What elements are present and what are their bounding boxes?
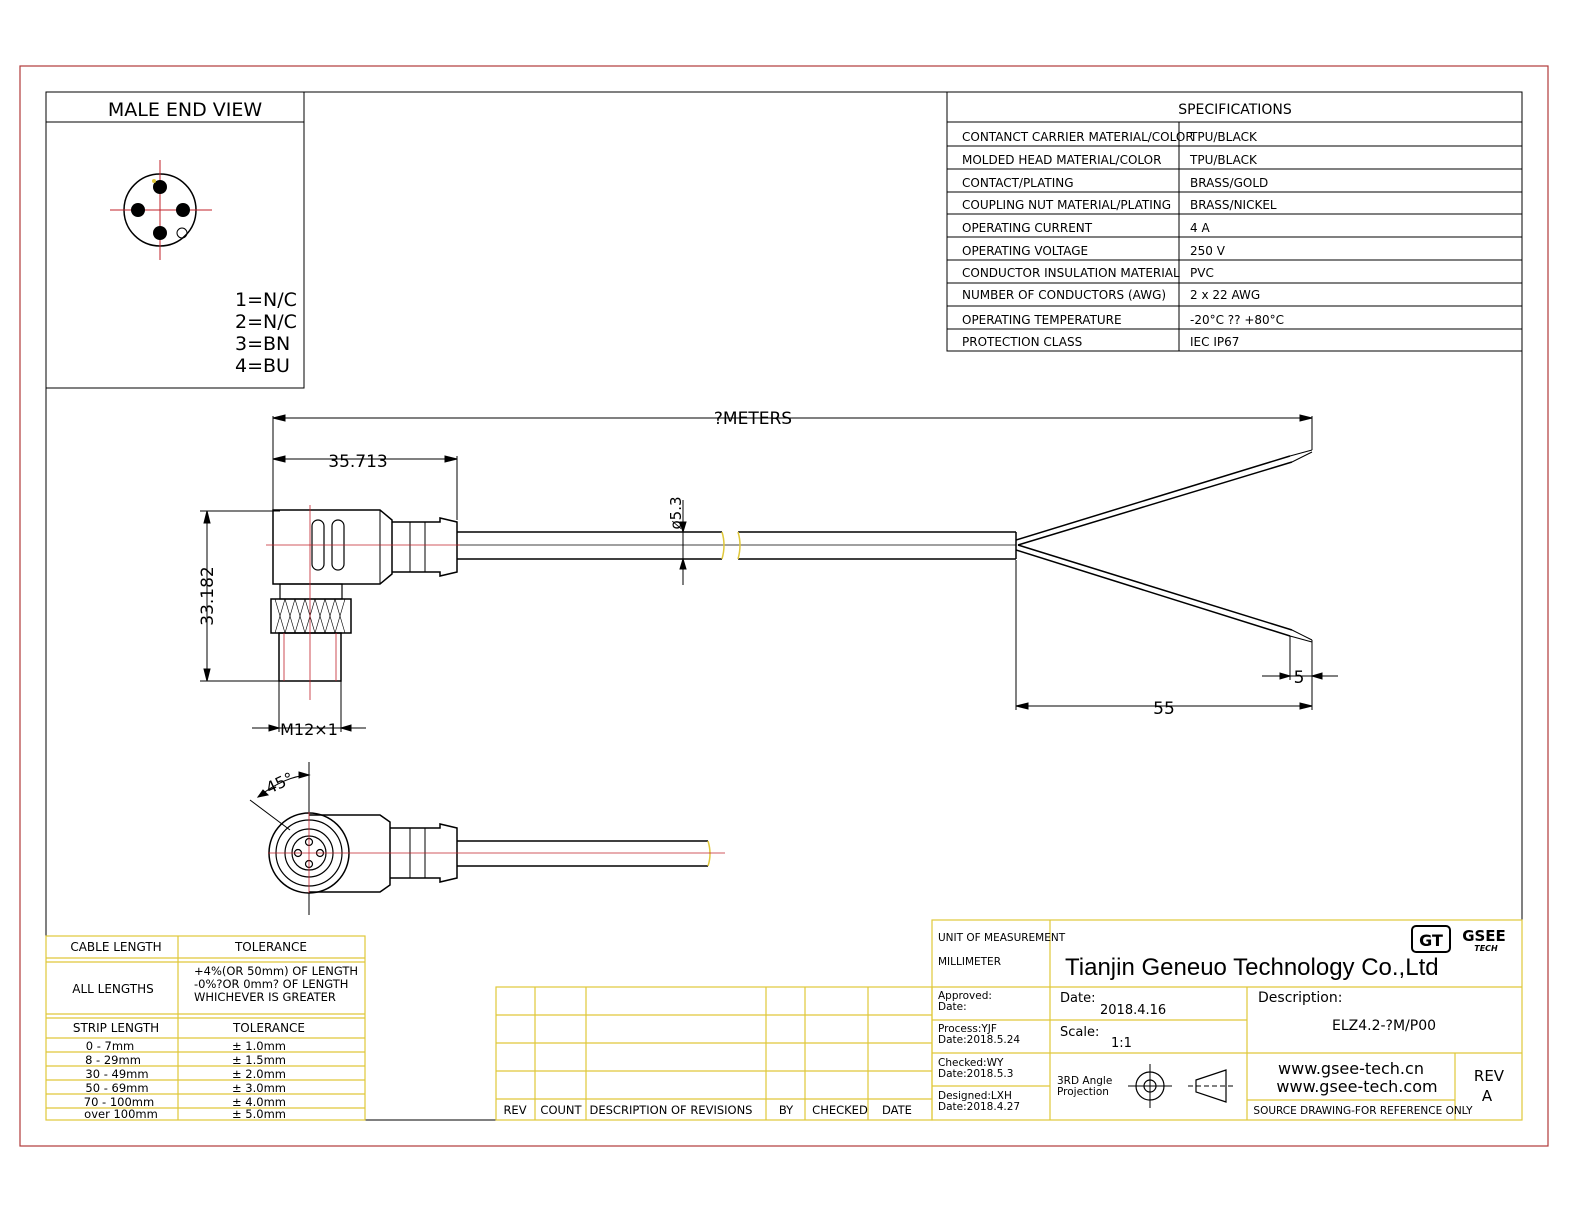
strip-range: 70 - 100mm — [84, 1095, 154, 1109]
all-lengths-label: ALL LENGTHS — [72, 982, 153, 996]
all-lengths-tolerance: -0%?OR 0mm? OF LENGTH — [194, 977, 348, 991]
pin-3: 3=BN — [235, 333, 290, 355]
spec-label: CONDUCTOR INSULATION MATERIAL — [962, 266, 1180, 280]
title-block — [931, 919, 1523, 1121]
pin-1: 1=N/C — [235, 289, 297, 311]
strip-tolerance: ± 2.0mm — [232, 1067, 286, 1081]
all-lengths-tolerance: WHICHEVER IS GREATER — [194, 990, 336, 1004]
spec-value: BRASS/GOLD — [1190, 176, 1268, 190]
dim-split: 55 — [1153, 699, 1175, 719]
pin-face-diagram — [110, 160, 212, 260]
spec-value: PVC — [1190, 266, 1214, 280]
dim-angle: 45° — [263, 768, 297, 797]
gsee-logo: GT GSEE TECH — [1411, 925, 1506, 953]
source-note: SOURCE DRAWING-FOR REFERENCE ONLY — [1253, 1105, 1473, 1117]
spec-label: OPERATING TEMPERATURE — [962, 313, 1122, 327]
spec-label: CONTACT/PLATING — [962, 176, 1074, 190]
rev-value: A — [1482, 1087, 1493, 1105]
dim-overall-length: ?METERS — [714, 409, 792, 429]
strip-tolerance: ± 3.0mm — [232, 1081, 286, 1095]
revisions-table — [495, 986, 933, 1121]
by-header: BY — [779, 1103, 794, 1117]
process-date: Date:2018.5.24 — [938, 1034, 1020, 1046]
pin-4: 4=BU — [235, 355, 290, 377]
description-header: DESCRIPTION OF REVISIONS — [590, 1103, 753, 1117]
scale-value: 1:1 — [1111, 1036, 1132, 1051]
side-view-drawing — [200, 414, 1338, 732]
pin-2: 2=N/C — [235, 311, 297, 333]
dim-head-length: 35.713 — [328, 452, 387, 472]
logo-sub: TECH — [1474, 944, 1498, 953]
approved-date: Date: — [938, 1001, 967, 1013]
scale-label: Scale: — [1060, 1025, 1099, 1040]
dim-diameter: ø5.3 — [667, 496, 685, 529]
logo-mark: GT — [1419, 931, 1443, 950]
website: www.gsee-tech.com — [1276, 1077, 1437, 1096]
strip-tolerance-header: TOLERANCE — [232, 1021, 305, 1035]
spec-label: NUMBER OF CONDUCTORS (AWG) — [962, 288, 1166, 302]
date-header: DATE — [882, 1103, 912, 1117]
tolerance-header: TOLERANCE — [234, 940, 307, 954]
tolerance-table — [45, 935, 366, 1121]
date-value: 2018.4.16 — [1100, 1003, 1166, 1018]
strip-tolerance: ± 1.5mm — [232, 1053, 286, 1067]
front-view-drawing — [249, 762, 725, 915]
strip-tolerance: ± 5.0mm — [232, 1107, 286, 1121]
specifications-table: SPECIFICATIONS CONTANCT CARRIER MATERIAL… — [946, 91, 1523, 352]
checked-date: Date:2018.5.3 — [938, 1068, 1013, 1080]
designed-label: Designed:LXH — [938, 1090, 1012, 1102]
strip-tolerance: ± 4.0mm — [232, 1095, 286, 1109]
outer-frame — [19, 65, 1549, 1147]
strip-range: 50 - 69mm — [85, 1081, 148, 1095]
checked-label: Checked:WY — [938, 1057, 1004, 1069]
male-end-view-title: MALE END VIEW — [108, 99, 263, 121]
projection-label: 3RD Angle — [1057, 1075, 1112, 1087]
dim-height: 33.182 — [198, 566, 218, 625]
website: www.gsee-tech.cn — [1278, 1059, 1424, 1078]
rev-label: REV — [1474, 1067, 1505, 1085]
spec-value: BRASS/NICKEL — [1190, 198, 1277, 212]
process-label: Process:YJF — [938, 1023, 997, 1035]
count-header: COUNT — [540, 1103, 582, 1117]
spec-value: 2 x 22 AWG — [1190, 288, 1260, 302]
spec-value: IEC IP67 — [1190, 335, 1239, 349]
company-name: Tianjin Geneuo Technology Co.,Ltd — [1065, 954, 1439, 981]
spec-label: OPERATING VOLTAGE — [962, 244, 1088, 258]
projection-label: Projection — [1057, 1086, 1109, 1098]
strip-range: 8 - 29mm — [85, 1053, 141, 1067]
strip-tolerance: ± 1.0mm — [232, 1039, 286, 1053]
projection-symbol — [1128, 1064, 1234, 1108]
spec-value: TPU/BLACK — [1189, 153, 1258, 167]
spec-label: COUPLING NUT MATERIAL/PLATING — [962, 198, 1171, 212]
rev-header: REV — [503, 1103, 526, 1117]
approved-label: Approved: — [938, 990, 992, 1002]
all-lengths-tolerance: +4%(OR 50mm) OF LENGTH — [194, 964, 358, 978]
designed-date: Date:2018.4.27 — [938, 1101, 1020, 1113]
strip-range: over 100mm — [84, 1107, 158, 1121]
description-label: Description: — [1258, 990, 1342, 1006]
spec-label: CONTANCT CARRIER MATERIAL/COLOR — [962, 130, 1194, 144]
spec-label: OPERATING CURRENT — [962, 221, 1093, 235]
spec-value: TPU/BLACK — [1189, 130, 1258, 144]
spec-value: 250 V — [1190, 244, 1226, 258]
spec-value: 4 A — [1190, 221, 1210, 235]
male-end-view: MALE END VIEW 1=N/C 2=N/C 3=BN 4=BU — [45, 91, 305, 389]
spec-label: MOLDED HEAD MATERIAL/COLOR — [962, 153, 1161, 167]
strip-range: 30 - 49mm — [85, 1067, 148, 1081]
strip-range: 0 - 7mm — [86, 1039, 135, 1053]
cable-length-header: CABLE LENGTH — [70, 940, 161, 954]
spec-value: -20°C ?? +80°C — [1190, 313, 1284, 327]
description-value: ELZ4.2-?M/P00 — [1332, 1018, 1436, 1034]
date-label: Date: — [1060, 991, 1095, 1006]
strip-length-header: STRIP LENGTH — [73, 1021, 159, 1035]
dim-thread: M12×1 — [280, 720, 338, 739]
logo-name: GSEE — [1462, 927, 1506, 945]
checked-header: CHECKED — [812, 1103, 868, 1117]
spec-label: PROTECTION CLASS — [962, 335, 1082, 349]
specifications-title: SPECIFICATIONS — [1178, 102, 1292, 118]
unit-label: UNIT OF MEASUREMENT — [938, 932, 1066, 944]
dim-strip: 5 — [1294, 668, 1305, 688]
unit-value: MILLIMETER — [938, 956, 1001, 968]
